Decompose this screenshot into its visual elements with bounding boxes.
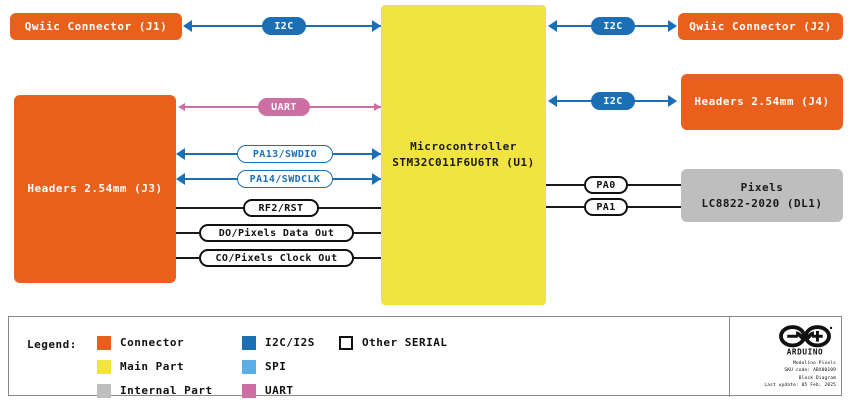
- legend-swatch-other-serial: [339, 335, 353, 350]
- legend-item-i2c: I2C/I2S: [242, 331, 315, 354]
- arrowhead-left-i2c-j1: [183, 20, 192, 32]
- brand-panel: ARDUINO Modulino Pixels SKU code: ABX001…: [731, 317, 843, 397]
- signal-pill-swdio[interactable]: PA13/SWDIO: [237, 145, 333, 163]
- legend-swatch-uart: [242, 383, 256, 398]
- signal-pill-pa1[interactable]: PA1: [584, 198, 628, 216]
- legend-panel: Legend: Connector Main Part Internal Par…: [8, 316, 843, 398]
- block-headers-j4[interactable]: Headers 2.54mm (J4): [681, 74, 843, 130]
- arrowhead-right-i2c-j4: [668, 95, 677, 107]
- arduino-wordmark: ARDUINO: [787, 347, 824, 356]
- legend-title: Legend:: [27, 338, 77, 351]
- arrowhead-left-swdclk: [176, 173, 185, 185]
- legend-label-other-serial: Other SERIAL: [362, 336, 448, 349]
- legend-divider: [729, 317, 730, 397]
- signal-pill-i2c-j1[interactable]: I2C: [262, 17, 306, 35]
- legend-column-other: Other SERIAL: [339, 331, 447, 355]
- legend-swatch-main-part: [97, 359, 111, 374]
- legend-label-uart: UART: [265, 384, 294, 397]
- arrowhead-right-swdio: [372, 148, 381, 160]
- signal-pill-rst[interactable]: RF2/RST: [243, 199, 319, 217]
- legend-column-parts: Connector Main Part Internal Part: [97, 331, 213, 403]
- arrowhead-right-swdclk: [372, 173, 381, 185]
- brand-product: Modulino Pixels: [793, 361, 836, 366]
- block-qwiic-connector-j1[interactable]: Qwiic Connector (J1): [10, 13, 182, 40]
- legend-label-i2c: I2C/I2S: [265, 336, 315, 349]
- signal-pill-pa0[interactable]: PA0: [584, 176, 628, 194]
- signal-pill-i2c-j2[interactable]: I2C: [591, 17, 635, 35]
- brand-doc-type: Block Diagram: [798, 375, 836, 381]
- legend-label-spi: SPI: [265, 360, 287, 373]
- legend-column-buses: I2C/I2S SPI UART: [242, 331, 315, 403]
- arrowhead-right-uart-j3: [374, 103, 381, 111]
- signal-pill-i2c-j4[interactable]: I2C: [591, 92, 635, 110]
- arrowhead-right-i2c-j2: [668, 20, 677, 32]
- signal-pill-clock-out[interactable]: CO/Pixels Clock Out: [199, 249, 354, 267]
- brand-metadata: Modulino Pixels SKU code: ABX00109 Block…: [732, 360, 836, 390]
- block-microcontroller-u1[interactable]: Microcontroller STM32C011F6U6TR (U1): [381, 5, 546, 305]
- arrowhead-left-swdio: [176, 148, 185, 160]
- legend-item-other-serial: Other SERIAL: [339, 331, 447, 354]
- arduino-logo-icon: ARDUINO: [779, 325, 833, 356]
- legend-swatch-i2c: [242, 335, 256, 350]
- arrowhead-right-i2c-j1: [372, 20, 381, 32]
- legend-swatch-internal-part: [97, 383, 111, 398]
- legend-item-uart: UART: [242, 379, 315, 402]
- legend-item-main-part: Main Part: [97, 355, 213, 378]
- signal-pill-uart[interactable]: UART: [258, 98, 310, 116]
- signal-pill-swdclk[interactable]: PA14/SWDCLK: [237, 170, 333, 188]
- block-pixels-dl1[interactable]: Pixels LC8822-2020 (DL1): [681, 169, 843, 222]
- brand-sku: SKU code: ABX00109: [784, 368, 836, 374]
- legend-label-main-part: Main Part: [120, 360, 185, 373]
- arrowhead-left-i2c-j2: [548, 20, 557, 32]
- legend-label-connector: Connector: [120, 336, 185, 349]
- block-qwiic-connector-j2[interactable]: Qwiic Connector (J2): [678, 13, 843, 40]
- arrowhead-left-uart-j3: [178, 103, 185, 111]
- arrowhead-left-i2c-j4: [548, 95, 557, 107]
- brand-last-update: Last update: 05 Feb, 2025: [764, 383, 836, 389]
- legend-item-connector: Connector: [97, 331, 213, 354]
- legend-swatch-connector: [97, 335, 111, 350]
- legend-swatch-spi: [242, 359, 256, 374]
- legend-item-internal-part: Internal Part: [97, 379, 213, 402]
- signal-pill-data-out[interactable]: DO/Pixels Data Out: [199, 224, 354, 242]
- legend-label-internal-part: Internal Part: [120, 384, 213, 397]
- legend-item-spi: SPI: [242, 355, 315, 378]
- block-headers-j3[interactable]: Headers 2.54mm (J3): [14, 95, 176, 283]
